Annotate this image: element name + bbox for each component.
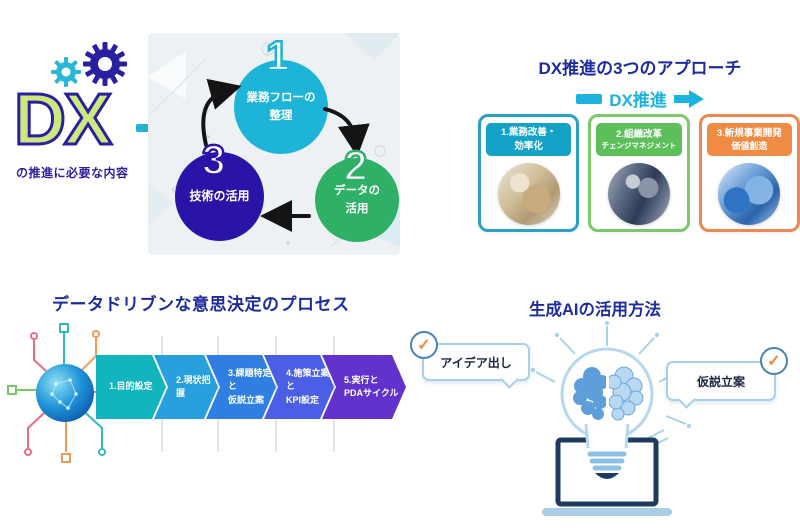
cycle-step-1-circle: 業務フローの 整理: [234, 60, 328, 154]
approaches-section-title: DX推進の3つのアプローチ: [538, 59, 742, 78]
approach-card-2: 2.組織改革 チェンジマネジメント: [588, 114, 690, 232]
cycle-diagram: 業務フローの 整理 データの 活用 技術の活用 1 2 3: [148, 33, 400, 255]
approach-card-3: 3.新規事業開発 価値創造: [698, 114, 800, 232]
dx-logo-subtitle: の推進に必要な内容: [16, 166, 129, 180]
check-icon: ✓: [410, 331, 438, 359]
process-section-title: データドリブンな意思決定のプロセス: [52, 295, 350, 314]
card-3-header: 3.新規事業開発 価値創造: [706, 123, 792, 156]
idea-bubble-label: アイデア出し: [440, 355, 512, 370]
card-3-title: 3.新規事業開発: [716, 127, 782, 139]
card-3-subtitle: 価値創造: [731, 140, 768, 151]
process-steps: 1.目的設定 2.現状把握 3.課題特定と 仮説立案 4.施策立案と KPI設定…: [96, 355, 406, 419]
check-icon: ✓: [760, 347, 788, 375]
card-1-header: 1.業務改善・ 効率化: [486, 123, 572, 156]
process-step-1: 1.目的設定: [96, 355, 166, 419]
approach-cards: 1.業務改善・ 効率化 2.組織改革 チェンジマネジメント 3.新規事業開発 価…: [478, 114, 800, 232]
cycle-step-3-circle: 技術の活用: [175, 152, 264, 241]
cycle-step-2-number: 2: [343, 142, 369, 189]
business-team-photo: [607, 163, 670, 225]
process-step-5: 5.実行と PDAサイクル: [322, 355, 406, 419]
cycle-step-2-circle: データの 活用: [315, 158, 399, 242]
card-2-header: 2.組織改革 チェンジマネジメント: [596, 123, 682, 156]
brain-lightbulb-laptop-illustration: [530, 320, 692, 516]
hypothesis-bubble-label: 仮説立案: [696, 374, 745, 389]
genai-section-title: 生成AIの活用方法: [529, 301, 661, 319]
right-arrow-icon: [673, 89, 704, 108]
cycle-step-3-number: 3: [201, 136, 227, 183]
gears-icon: [51, 42, 127, 87]
hypothesis-speech-bubble: ✓ 仮説立案: [666, 347, 788, 401]
circuit-brain-illustration: [7, 323, 124, 463]
approach-card-1: 1.業務改善・ 効率化: [478, 114, 580, 232]
digital-handshake-photo: [718, 163, 781, 225]
dx-suishin-arrow-row: DX推進: [480, 86, 800, 111]
cycle-step-1-number: 1: [265, 32, 291, 79]
dash-decoration: [576, 93, 603, 104]
card-2-subtitle: チェンジマネジメント: [601, 140, 677, 150]
dx-logo-text: DX: [12, 80, 113, 160]
dx-suishin-label: DX推進: [609, 91, 667, 110]
hands-working-photo: [497, 163, 560, 225]
dx-logo: DX の推進に必要な内容: [0, 0, 180, 200]
idea-speech-bubble: ✓ アイデア出し: [410, 331, 530, 381]
card-2-title: 2.組織改革: [616, 128, 662, 140]
card-1-title: 1.業務改善・ 効率化: [500, 127, 557, 152]
